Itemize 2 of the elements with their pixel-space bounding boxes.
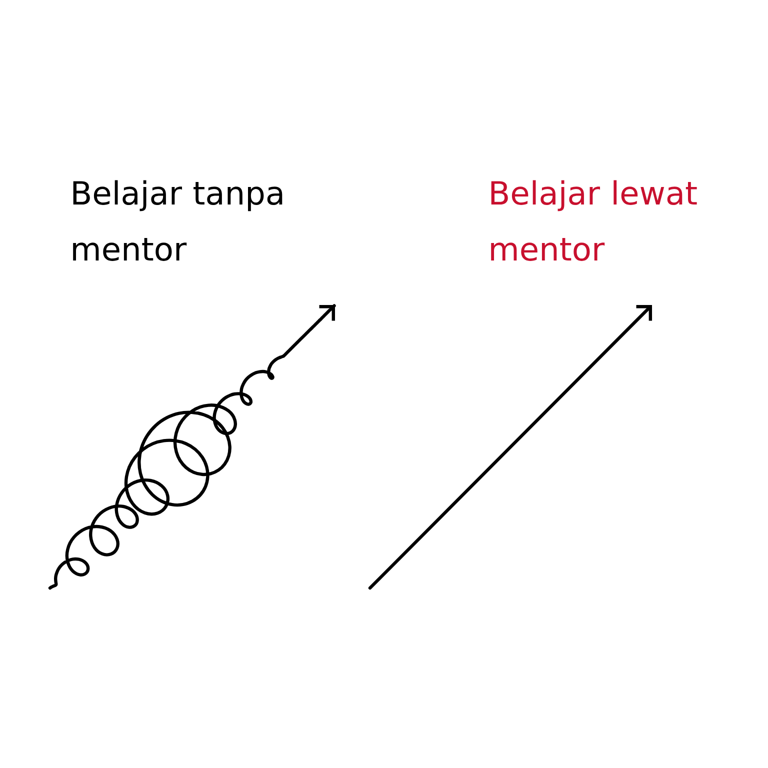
heading: Belajar tanpa mentor	[73, 180, 282, 261]
heading: Belajar lewat mentor	[491, 180, 697, 261]
